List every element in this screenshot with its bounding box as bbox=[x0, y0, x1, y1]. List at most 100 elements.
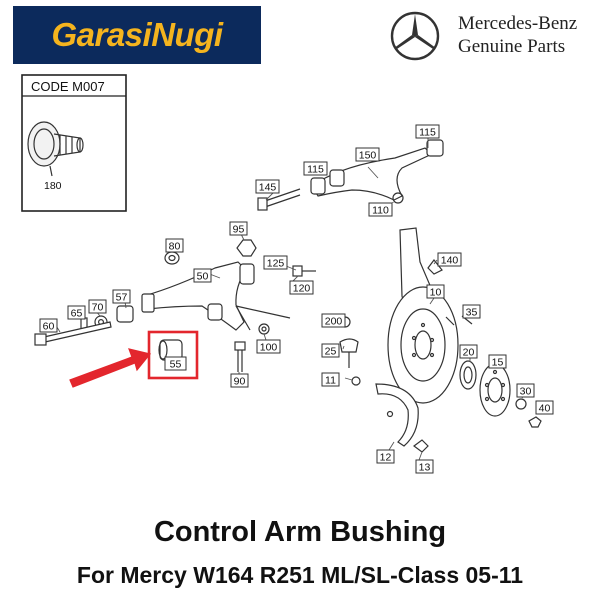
callout-label: 12 bbox=[380, 452, 392, 464]
brake-shield bbox=[375, 383, 429, 453]
brand-name: Mercedes-Benz bbox=[458, 13, 578, 34]
callout-box bbox=[459, 344, 478, 359]
callout-box bbox=[355, 147, 380, 162]
code-box bbox=[21, 74, 127, 212]
callout-20: 20 bbox=[459, 344, 478, 359]
callout-box bbox=[256, 339, 281, 354]
callout-70: 70 bbox=[88, 299, 107, 314]
callout-110: 110 bbox=[368, 202, 393, 217]
callout-box bbox=[112, 289, 131, 304]
callout-label: 90 bbox=[234, 376, 246, 388]
callout-115: 115 bbox=[415, 124, 440, 139]
callout-25: 25 bbox=[321, 343, 340, 358]
callout-125: 125 bbox=[263, 255, 288, 270]
callout-50: 50 bbox=[193, 268, 212, 283]
callout-box bbox=[321, 313, 346, 328]
callout-90: 90 bbox=[230, 373, 249, 388]
callout-box bbox=[321, 343, 340, 358]
callout-40: 40 bbox=[535, 400, 554, 415]
callout-label: 115 bbox=[419, 127, 436, 139]
callout-80: 80 bbox=[165, 238, 184, 253]
callout-box bbox=[255, 179, 280, 194]
callout-box bbox=[426, 284, 445, 299]
callout-box bbox=[535, 400, 554, 415]
callout-label: 57 bbox=[116, 292, 128, 304]
callout-12: 12 bbox=[376, 449, 395, 464]
highlight-part-number: 55 bbox=[170, 359, 182, 371]
callout-label: 115 bbox=[307, 164, 324, 176]
mercedes-star-icon bbox=[390, 11, 440, 61]
callout-box bbox=[230, 373, 249, 388]
code-box-label: CODE M007 bbox=[31, 79, 105, 94]
callout-label: 110 bbox=[372, 205, 389, 217]
callout-65: 65 bbox=[67, 305, 86, 320]
wheel-hub bbox=[459, 360, 542, 428]
callout-11: 11 bbox=[321, 372, 340, 387]
callout-115: 115 bbox=[303, 161, 328, 176]
callout-box bbox=[415, 459, 434, 474]
callout-label: 125 bbox=[267, 258, 285, 270]
callout-box bbox=[88, 299, 107, 314]
brake-disc bbox=[387, 286, 473, 404]
callout-label: 25 bbox=[325, 346, 337, 358]
callout-box bbox=[67, 305, 86, 320]
callout-box bbox=[229, 221, 248, 236]
callout-box bbox=[488, 354, 507, 369]
callout-label: 200 bbox=[325, 316, 343, 328]
callout-label: 50 bbox=[197, 271, 209, 283]
callout-13: 13 bbox=[415, 459, 434, 474]
callout-box bbox=[462, 304, 481, 319]
callout-label: 15 bbox=[492, 357, 504, 369]
cv-joint-drawing bbox=[27, 121, 84, 177]
shop-logo: GarasiNugi bbox=[13, 6, 261, 64]
callout-box bbox=[193, 268, 212, 283]
caption-subtitle: For Mercy W164 R251 ML/SL-Class 05-11 bbox=[76, 562, 524, 588]
callout-150: 150 bbox=[355, 147, 380, 162]
callout-140: 140 bbox=[437, 252, 462, 267]
callout-95: 95 bbox=[229, 221, 248, 236]
callout-label: 145 bbox=[259, 182, 277, 194]
callout-label: 120 bbox=[293, 283, 311, 295]
callout-label: 60 bbox=[43, 321, 55, 333]
callout-label: 95 bbox=[233, 224, 245, 236]
callout-label: 100 bbox=[260, 342, 278, 354]
callout-box bbox=[368, 202, 393, 217]
callout-200: 200 bbox=[321, 313, 346, 328]
callout-box bbox=[376, 449, 395, 464]
brand-tagline: Genuine Parts bbox=[458, 36, 566, 57]
callout-label: 40 bbox=[539, 403, 551, 415]
callout-label: 80 bbox=[169, 241, 181, 253]
highlight-arrow bbox=[69, 348, 152, 388]
callout-label: 65 bbox=[71, 308, 83, 320]
callout-label: 10 bbox=[430, 287, 442, 299]
callout-label: 140 bbox=[441, 255, 459, 267]
callout-10: 10 bbox=[426, 284, 445, 299]
callout-box bbox=[165, 238, 184, 253]
callout-box bbox=[39, 318, 58, 333]
callout-box bbox=[437, 252, 462, 267]
code-box-part-number: 180 bbox=[44, 180, 62, 192]
callout-120: 120 bbox=[289, 280, 314, 295]
callout-label: 150 bbox=[359, 150, 377, 162]
highlight-callout: 55 bbox=[164, 356, 187, 371]
callout-box bbox=[303, 161, 328, 176]
callout-57: 57 bbox=[112, 289, 131, 304]
callout-label: 11 bbox=[325, 375, 336, 387]
callout-100: 100 bbox=[256, 339, 281, 354]
callout-35: 35 bbox=[462, 304, 481, 319]
callout-label: 13 bbox=[419, 462, 431, 474]
callout-label: 70 bbox=[92, 302, 104, 314]
callout-label: 35 bbox=[466, 307, 478, 319]
callout-15: 15 bbox=[488, 354, 507, 369]
upper-control-arm bbox=[257, 139, 444, 211]
callout-label: 30 bbox=[520, 386, 532, 398]
lower-control-arm bbox=[34, 239, 316, 372]
callout-30: 30 bbox=[516, 383, 535, 398]
callout-box bbox=[415, 124, 440, 139]
callout-box bbox=[516, 383, 535, 398]
callout-box bbox=[263, 255, 288, 270]
shop-logo-text: GarasiNugi bbox=[51, 16, 223, 53]
callout-145: 145 bbox=[255, 179, 280, 194]
caption-title: Control Arm Bushing bbox=[153, 516, 447, 548]
